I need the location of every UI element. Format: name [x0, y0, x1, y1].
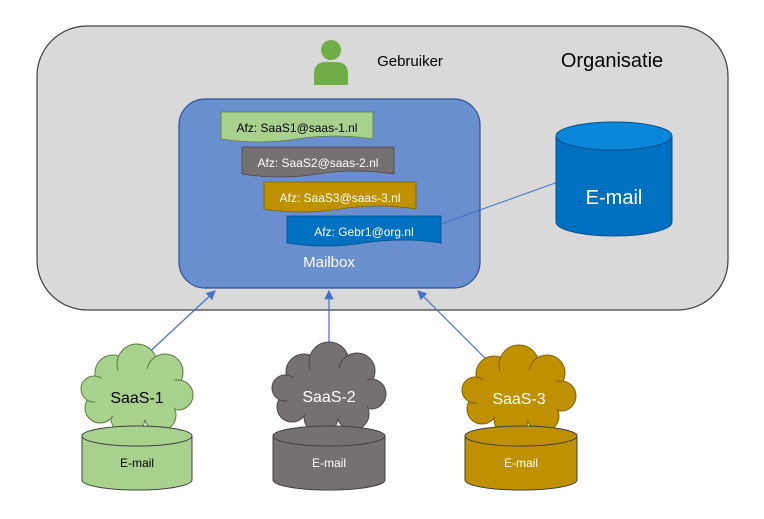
email-store-label: E-mail	[586, 187, 643, 209]
user-icon	[314, 40, 348, 85]
saas-1-db-label: E-mail	[120, 456, 154, 470]
message-3: Afz: SaaS3@saas-3.nl	[263, 181, 417, 213]
saas-3-db-label: E-mail	[504, 456, 538, 470]
message-1-label: Afz: SaaS1@saas-1.nl	[237, 121, 358, 135]
arrow-saas-1	[142, 290, 216, 359]
message-3-label: Afz: SaaS3@saas-3.nl	[280, 191, 401, 205]
saas-3-db-cylinder	[464, 425, 578, 491]
saas-1-label: SaaS-1	[110, 390, 163, 407]
email-store-connector	[440, 181, 559, 225]
saas-2-db-label: E-mail	[312, 456, 346, 470]
arrow-saas-3	[417, 290, 490, 363]
message-4-label: Afz: Gebr1@org.nl	[314, 225, 414, 239]
organisation-label: Organisatie	[561, 50, 663, 72]
email-store-cylinder	[555, 121, 673, 237]
message-1: Afz: SaaS1@saas-1.nl	[220, 111, 374, 143]
saas-2-label: SaaS-2	[302, 389, 355, 406]
message-4: Afz: Gebr1@org.nl	[286, 215, 442, 247]
saas-2-cloud	[271, 341, 387, 435]
user-label: Gebruiker	[377, 53, 443, 70]
saas-2-db-cylinder	[272, 425, 386, 491]
saas-1-db-cylinder	[81, 425, 193, 491]
message-2-label: Afz: SaaS2@saas-2.nl	[258, 156, 379, 170]
message-2: Afz: SaaS2@saas-2.nl	[241, 146, 395, 178]
saas-3-label: SaaS-3	[492, 391, 545, 408]
mailbox-label: Mailbox	[303, 254, 355, 271]
